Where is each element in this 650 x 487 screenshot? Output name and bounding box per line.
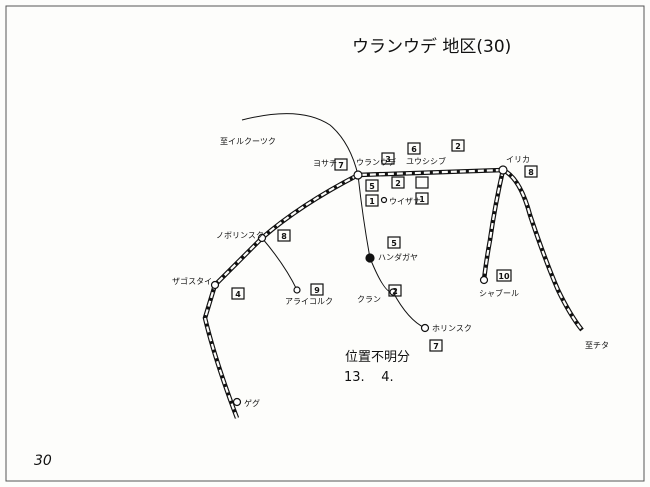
site-number-7-west: 7 (338, 161, 344, 170)
kulan-marker (389, 288, 397, 296)
site-number-2-top: 2 (455, 142, 461, 151)
site-box-blank-a (415, 176, 429, 189)
label-ulan-ude: ウランウデ (356, 157, 396, 167)
site-box-3 (381, 152, 395, 165)
railway-main-line (202, 167, 584, 419)
label-gegt: ゲグ (244, 398, 260, 408)
site-number-4: 4 (235, 290, 241, 299)
ilka-marker (498, 165, 508, 175)
site-number-9: 9 (314, 286, 320, 295)
site-box-5 (387, 236, 401, 249)
label-to-chita: 至チタ (585, 341, 609, 350)
site-box-8-west (277, 229, 291, 242)
site-box-1-b (415, 192, 429, 205)
khandagatai-marker (365, 253, 375, 263)
site-box-5-upper (365, 179, 379, 192)
label-kulan: クラン (357, 295, 381, 304)
site-number-6: 6 (411, 145, 417, 154)
khorinsk-marker (420, 323, 430, 333)
novoilyinsk-marker (257, 233, 267, 243)
site-numbers: 7 3 6 2 8 5 2 1 1 8 5 4 9 2 10 7 (235, 142, 534, 351)
site-box-9 (310, 283, 324, 296)
site-box-1 (365, 194, 379, 207)
site-box-7-west (334, 158, 348, 171)
zagustai-marker (210, 280, 220, 290)
site-box-2-south (388, 284, 402, 297)
railway-shabur-branch (481, 169, 506, 281)
map-title: ウランウデ 地区(30) (352, 36, 511, 57)
label-araikolk: アライコルク (285, 297, 333, 306)
site-number-2-south: 2 (392, 287, 398, 296)
label-shabur: シャブール (479, 288, 519, 298)
road-to-araikolk (261, 237, 298, 291)
label-to-irkutsk: 至イルクーツク (220, 137, 276, 146)
place-markers (210, 165, 508, 407)
site-box-6 (407, 142, 421, 155)
site-number-1-b: 1 (419, 195, 425, 204)
site-number-8-west: 8 (281, 232, 287, 241)
roads (241, 113, 426, 329)
site-box-2 (391, 176, 405, 189)
gegt-marker (232, 397, 242, 407)
road-to-irkutsk (241, 113, 359, 176)
site-number-1: 1 (369, 197, 375, 206)
site-number-5-upper: 5 (369, 182, 375, 191)
page-number: 30 (34, 453, 52, 469)
site-number-boxes (231, 139, 538, 352)
label-zagustai: ザゴスタイ (172, 276, 212, 286)
label-novoilyinsk: ノボリンスク (216, 231, 264, 240)
site-number-5: 5 (391, 239, 397, 248)
label-khandagatai: ハンダガヤ (378, 252, 418, 262)
unknown-location-note: 位置不明分 (345, 350, 410, 365)
site-number-7: 7 (433, 342, 439, 351)
label-sosnovy: ヨサチ (313, 159, 337, 168)
site-number-3: 3 (385, 155, 391, 164)
site-box-7 (429, 339, 443, 352)
map-frame (5, 5, 645, 482)
site-box-4 (231, 287, 245, 300)
label-ilka: イリカ (506, 155, 530, 164)
site-box-8 (524, 165, 538, 178)
site-box-10 (496, 269, 512, 282)
ulan-ude-marker (353, 170, 363, 180)
zaudinsky-marker (380, 196, 388, 204)
site-number-2: 2 (395, 179, 401, 188)
label-onokhoy: ユウシシブ (406, 156, 446, 166)
site-number-10: 10 (498, 272, 510, 281)
site-number-8: 8 (528, 168, 534, 177)
site-box-2-top (451, 139, 465, 152)
label-zaudinsky: ウイザナ (389, 197, 421, 206)
road-to-khorinsk (357, 174, 426, 329)
shabur-marker (479, 275, 489, 285)
araikolk-marker (293, 286, 301, 294)
label-khorinsk: ホリンスク (432, 324, 472, 333)
unknown-location-values: 13. 4. (344, 370, 394, 385)
